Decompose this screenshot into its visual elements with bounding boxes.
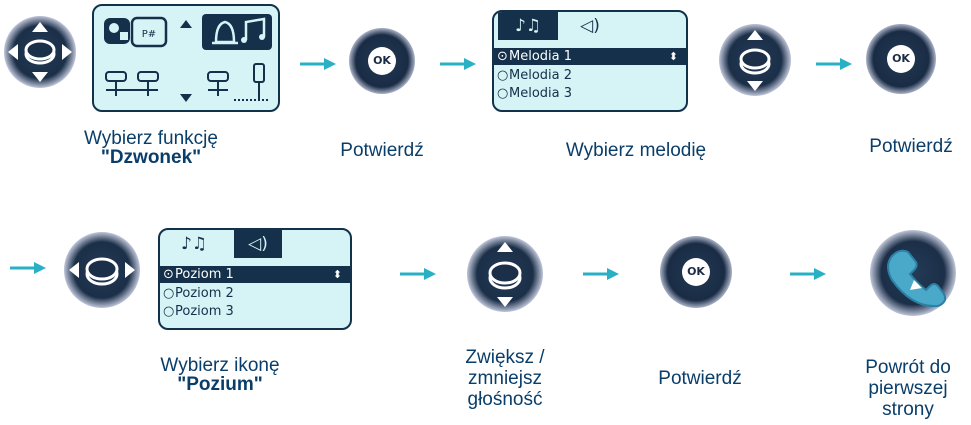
tab-melody[interactable]: ♪♫ — [498, 12, 558, 40]
left-right-navigation-key[interactable] — [64, 232, 140, 308]
list-item[interactable]: ○Poziom 2 — [163, 286, 234, 301]
caption-step-8: Powrót do pierwszej strony — [865, 357, 951, 420]
caption-step-2: Potwierdź — [340, 140, 424, 161]
list-item[interactable]: ○Melodia 3 — [497, 86, 573, 101]
caption-step-4: Potwierdź — [869, 136, 953, 157]
list-item[interactable]: ⊙Poziom 1 ⬍ — [160, 266, 350, 283]
list-item[interactable]: ○Melodia 2 — [497, 68, 573, 83]
up-down-icon: ⬍ — [332, 268, 342, 281]
end-call-button[interactable] — [870, 230, 956, 316]
phone-pair-icon — [105, 71, 159, 96]
caption-step-3: Wybierz melodię — [565, 140, 707, 161]
up-down-navigation-key[interactable] — [467, 236, 543, 312]
svg-text:P#: P# — [142, 29, 156, 40]
arrow-right-icon — [10, 262, 46, 274]
phone-icon — [207, 71, 229, 96]
caption-step-1: Wybierz funkcję "Dzwonek" — [84, 128, 218, 168]
contacts-icon — [104, 18, 130, 44]
ok-button[interactable]: OK — [349, 28, 415, 94]
list-item[interactable]: ○Poziom 3 — [163, 304, 234, 319]
arrow-right-icon — [583, 268, 619, 280]
up-down-arrows-icon — [488, 242, 522, 307]
music-note-icon — [241, 17, 266, 43]
ok-label: OK — [682, 258, 710, 286]
four-way-navigation-key[interactable] — [4, 16, 76, 88]
caption-step-7: Potwierdź — [658, 368, 742, 389]
melody-screen: ♪♫ ◁) ⊙Melodia 1 ⬍ ○Melodia 2 ○Melodia 3 — [492, 10, 688, 112]
arrow-right-icon — [816, 58, 852, 70]
tab-volume[interactable]: ◁) — [580, 16, 600, 36]
bell-icon — [212, 20, 238, 45]
ok-button[interactable]: OK — [866, 24, 936, 94]
four-way-arrows-icon — [8, 22, 72, 82]
handset-icon — [234, 63, 270, 101]
ok-button[interactable]: OK — [660, 236, 732, 308]
ok-label: OK — [368, 47, 396, 75]
up-down-navigation-key[interactable] — [719, 24, 791, 96]
up-down-arrows-icon — [739, 30, 771, 91]
arrow-right-icon — [440, 58, 476, 70]
arrow-right-icon — [400, 268, 436, 280]
list-item[interactable]: ⊙Melodia 1 ⬍ — [494, 48, 686, 65]
hang-up-icon — [887, 249, 947, 308]
arrow-right-icon — [790, 268, 826, 280]
left-right-arrows-icon — [69, 257, 135, 286]
volume-screen: ♪♫ ◁) ⊙Poziom 1 ⬍ ○Poziom 2 ○Poziom 3 — [158, 228, 352, 330]
arrow-right-icon — [300, 58, 336, 70]
up-down-icon: ⬍ — [668, 50, 678, 63]
ok-label: OK — [887, 45, 915, 73]
tab-volume[interactable]: ◁) — [234, 230, 282, 258]
caption-step-6: Zwiększ / zmniejsz głośność — [465, 347, 545, 410]
menu-screen: P# — [92, 4, 280, 112]
caption-step-5: Wybierz ikonę "Pozium" — [160, 355, 280, 395]
keypad-icon: P# — [130, 16, 168, 48]
tab-melody[interactable]: ♪♫ — [180, 234, 208, 254]
